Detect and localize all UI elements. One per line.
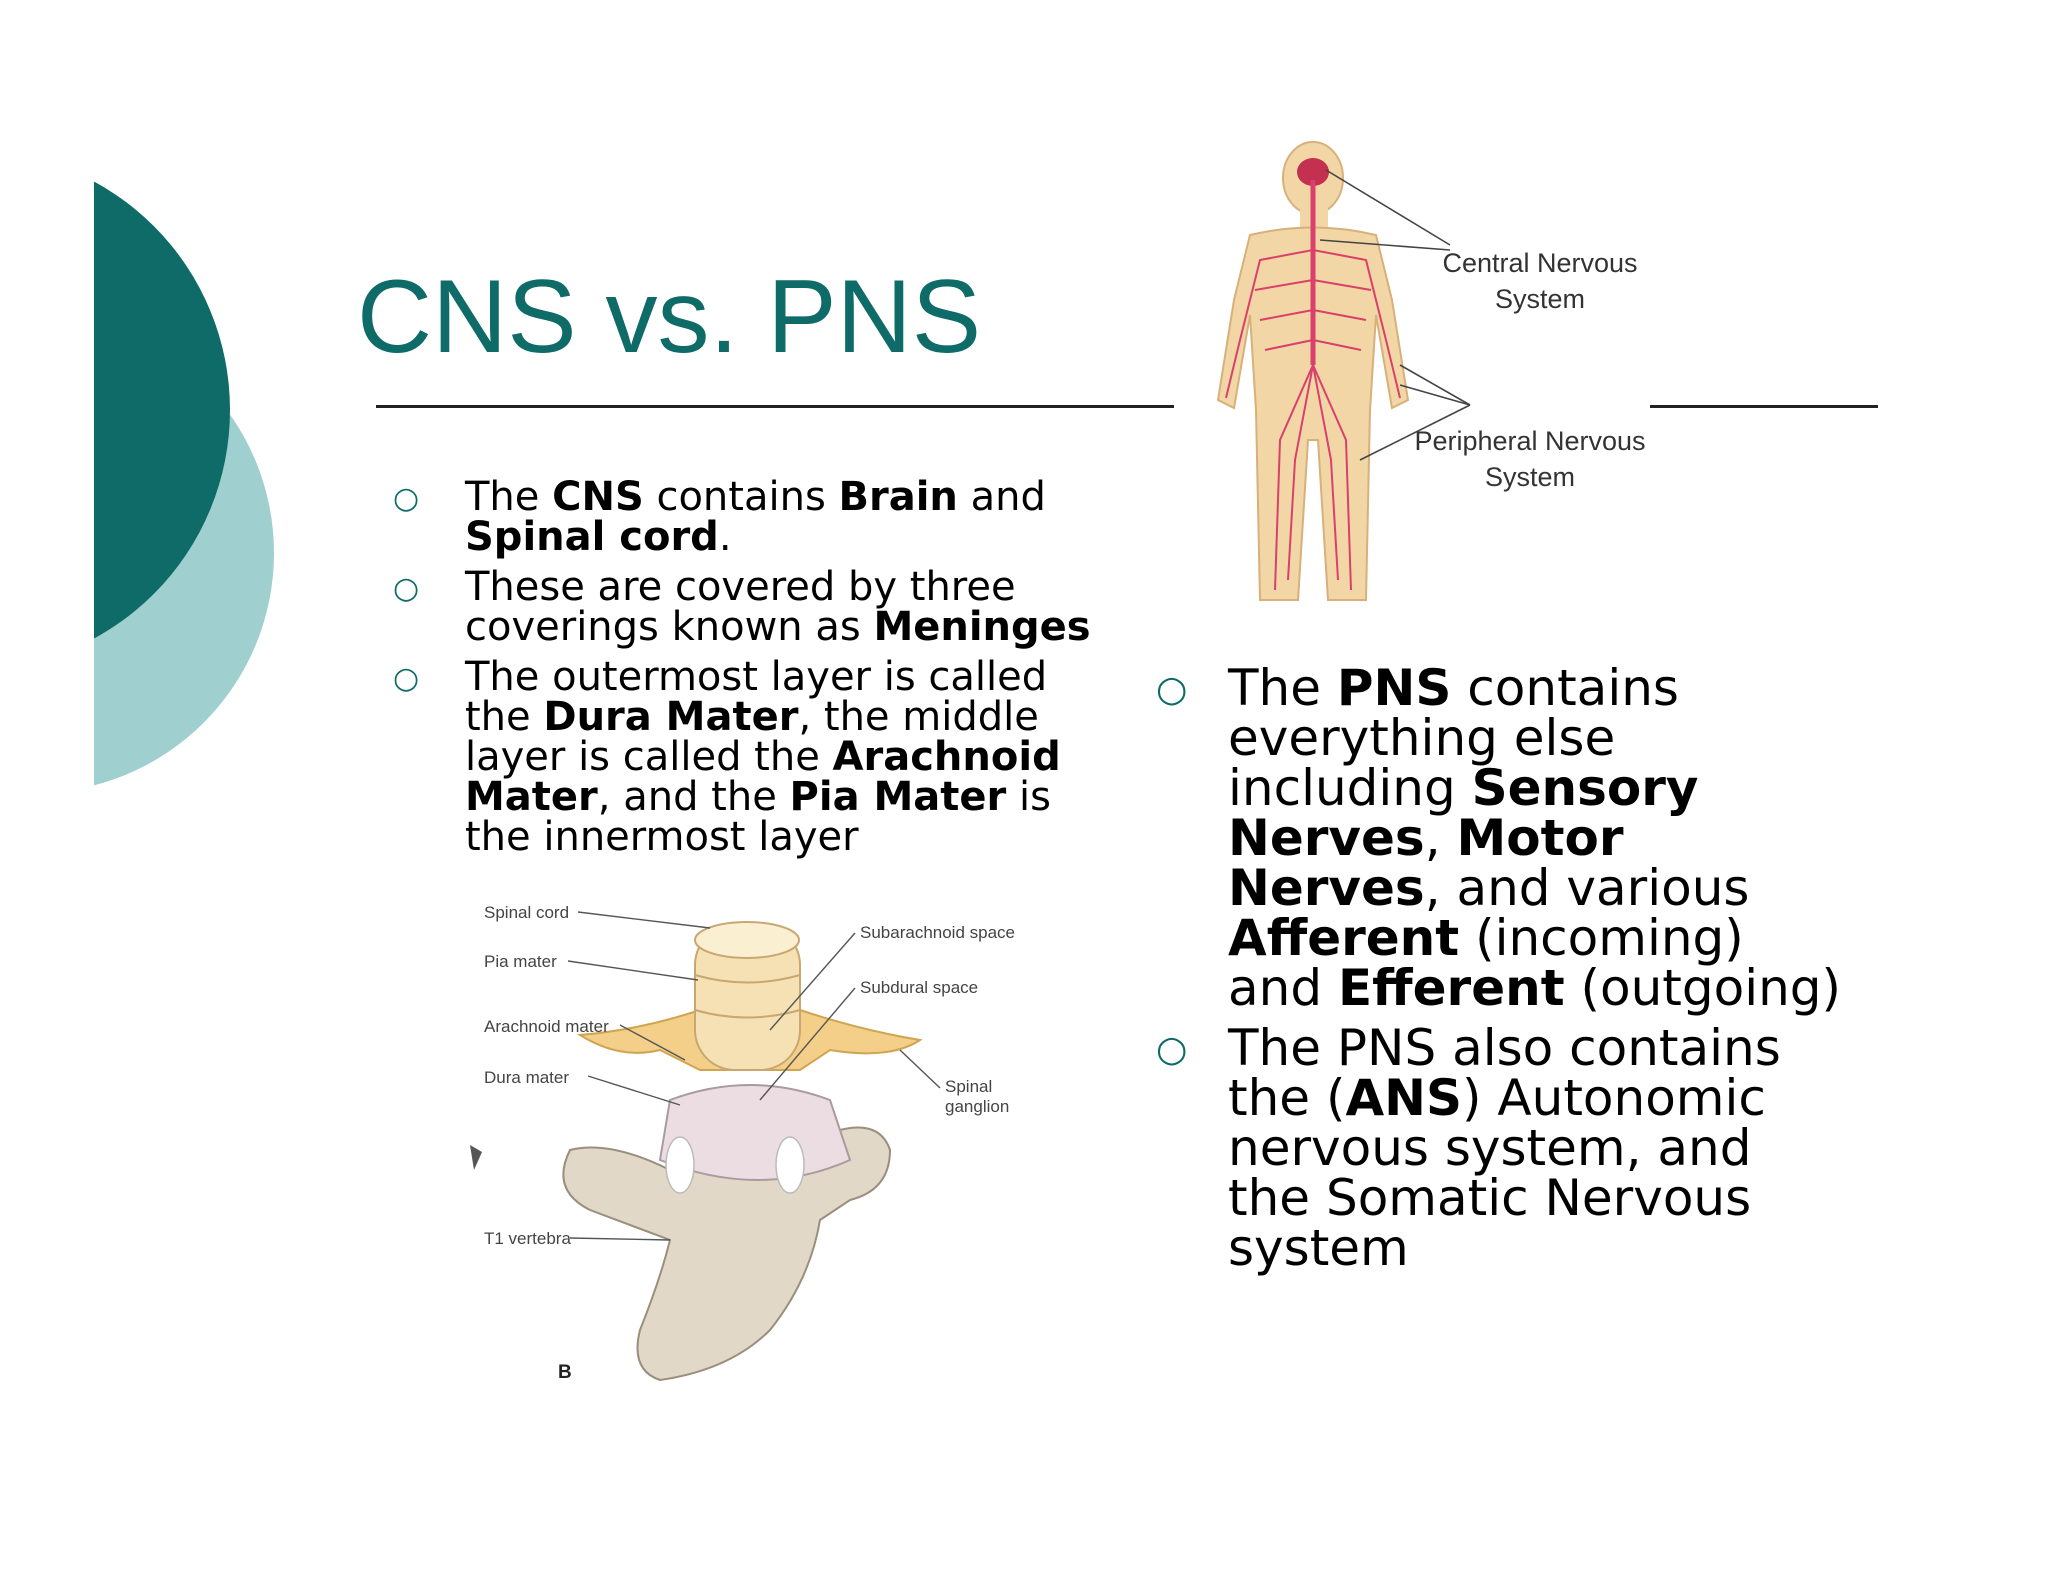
- text-run: The PNS also contains the (: [1228, 1019, 1781, 1127]
- leader-lines: [1319, 169, 1471, 461]
- bold-term: Sensory Nerves: [1228, 759, 1699, 867]
- cns-bullet: ○ The CNS contains Brain and Spinal cord.: [393, 474, 1105, 560]
- bullet-circle-icon: ○: [1156, 669, 1188, 710]
- text-run: ,: [1424, 809, 1457, 867]
- cns-bullet: ○ The outermost layer is called the Dura …: [393, 654, 1105, 860]
- spinal-ganglion-label-line2: ganglion: [945, 1097, 1009, 1116]
- title-underline-right: [1650, 405, 1878, 408]
- cns-label-line1: Central Nervous: [1442, 248, 1637, 278]
- text-run: .: [718, 514, 732, 560]
- title-underline-left: [376, 405, 1174, 408]
- bullet-circle-icon: ○: [393, 661, 420, 696]
- text-run: The outermost layer is called the: [465, 654, 1048, 740]
- pns-bullet-list: ○The PNS contains everything else includ…: [1156, 663, 1848, 1283]
- cns-bullet-list: ○ The CNS contains Brain and Spinal cord.…: [393, 474, 1105, 867]
- text-run: The: [1228, 659, 1337, 717]
- meninges-figure: Spinal cord Pia mater Arachnoid mater Du…: [470, 900, 1030, 1420]
- text-run: (incoming) and: [1228, 909, 1744, 1017]
- text-run: , the middle layer is called the: [465, 694, 1039, 780]
- bold-term: Pia Mater: [789, 774, 1007, 820]
- text-run: ) Autonomic nervous system, and the Soma…: [1228, 1069, 1766, 1277]
- leader-lines: [567, 911, 941, 1241]
- text-run: The: [465, 474, 553, 520]
- arachnoid-mater-label: Arachnoid mater: [484, 1017, 609, 1036]
- slide-title: CNS vs. PNS: [357, 259, 982, 375]
- text-run: (outgoing): [1564, 959, 1842, 1017]
- bullet-circle-icon: ○: [393, 571, 420, 606]
- bold-term: Afferent: [1228, 909, 1460, 967]
- bullet-circle-icon: ○: [1156, 1029, 1188, 1070]
- bold-term: CNS: [552, 474, 644, 520]
- subarachnoid-space-label: Subarachnoid space: [860, 923, 1015, 942]
- bold-term: Arachnoid Mater: [465, 734, 1061, 820]
- text-run: contains: [643, 474, 839, 520]
- text-run: is the innermost layer: [465, 774, 1051, 860]
- dark-teal-circle: [94, 181, 230, 639]
- text-run: These are covered by three coverings kno…: [465, 564, 1016, 650]
- dura-mater-label: Dura mater: [484, 1068, 569, 1087]
- spinal-cord-label: Spinal cord: [484, 903, 569, 922]
- bold-term: PNS: [1336, 659, 1452, 717]
- pns-label-line1: Peripheral Nervous: [1414, 426, 1645, 456]
- text-run: and: [957, 474, 1046, 520]
- pns-bullet: ○The PNS also contains the (ANS) Autonom…: [1156, 1023, 1848, 1273]
- bold-term: Dura Mater: [543, 694, 799, 740]
- pns-bullet: ○The PNS contains everything else includ…: [1156, 663, 1848, 1013]
- bullet-circle-icon: ○: [393, 481, 420, 516]
- nervous-system-figure: Central Nervous System Peripheral Nervou…: [1216, 141, 1646, 601]
- decorative-circles: [94, 181, 274, 786]
- cns-bullet: ○ These are covered by three coverings kn…: [393, 564, 1105, 650]
- bold-term: Efferent: [1337, 959, 1565, 1017]
- text-run: , and various: [1424, 859, 1750, 917]
- bold-term: Spinal cord: [465, 514, 719, 560]
- text-run: , and the: [597, 774, 790, 820]
- subdural-space-label: Subdural space: [860, 978, 978, 997]
- pns-label-line2: System: [1485, 462, 1575, 492]
- cns-label-line2: System: [1495, 284, 1585, 314]
- bold-term: Motor Nerves: [1228, 809, 1624, 917]
- nerves: [1225, 158, 1401, 591]
- pia-mater-label: Pia mater: [484, 952, 557, 971]
- t1-vertebra-label: T1 vertebra: [484, 1229, 571, 1248]
- text-run: contains everything else including: [1228, 659, 1679, 817]
- bold-term: Meninges: [873, 604, 1091, 650]
- panel-letter: B: [558, 1362, 572, 1383]
- bold-term: Brain: [838, 474, 958, 520]
- vertebra-drawing: [470, 921, 923, 1382]
- spinal-ganglion-label-line1: Spinal: [945, 1077, 992, 1096]
- bold-term: ANS: [1345, 1069, 1463, 1127]
